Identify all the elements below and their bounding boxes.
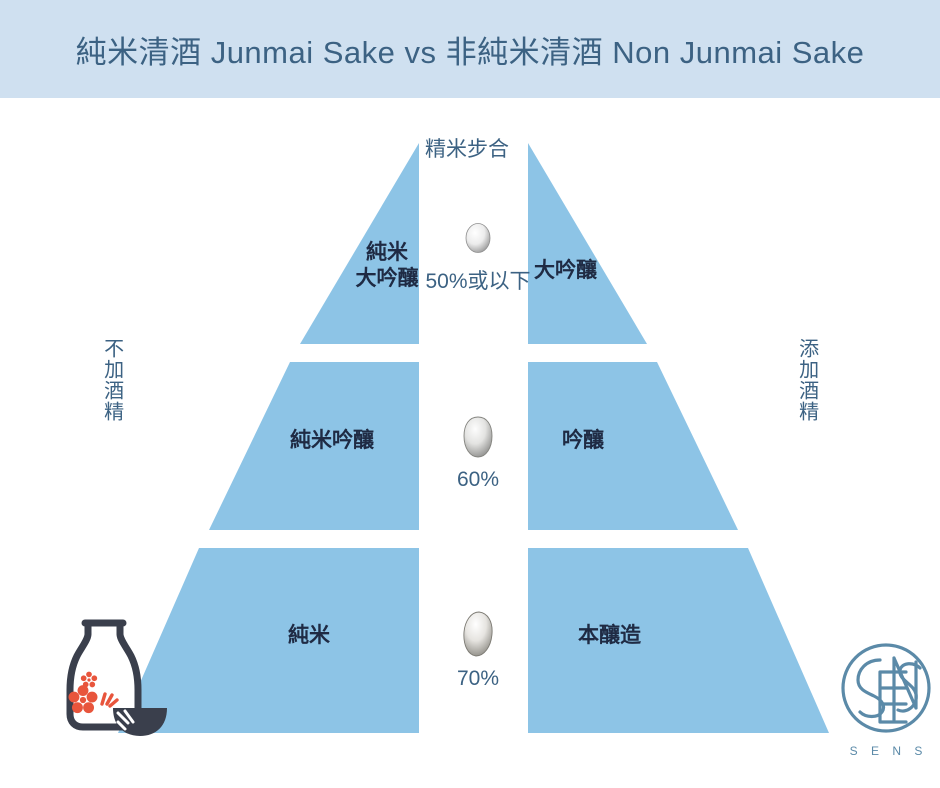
center-percent-tier-2: 60%: [456, 468, 500, 491]
sakura-blossom-icon: [68, 671, 119, 714]
left-tier-1-label: 純米 大吟釀: [351, 240, 423, 293]
right-tier-3-shape: [528, 548, 829, 733]
left-tier-2-label: 純米吟釀: [290, 429, 374, 452]
right-tier-2-shape: [528, 362, 738, 530]
left-tier-3-shape: [118, 548, 419, 733]
side-label-left-no-alcohol: 不加酒精: [100, 338, 123, 422]
sake-ochoko-cup-icon: [113, 708, 167, 736]
center-percent-tier-1: 50%或以下: [425, 270, 531, 293]
sens-wordmark: S E N S: [849, 744, 928, 758]
page-title: 純米清酒 Junmai Sake vs 非純米清酒 Non Junmai Sak…: [75, 34, 865, 70]
right-tier-1-shape: [528, 143, 647, 344]
rice-grain-icon-tier-1: [465, 223, 491, 253]
left-tier-1-label-line1: 純米: [366, 241, 408, 264]
right-tier-2-label: 吟釀: [562, 429, 604, 452]
side-label-right-added-alcohol: 添加酒精: [795, 338, 818, 422]
sens-logo: S E N S: [836, 638, 936, 770]
sens-circular-monogram-icon: [841, 643, 931, 733]
center-axis-heading: 精米步合: [425, 138, 509, 161]
left-tier-2-shape: [209, 362, 419, 530]
rice-grain-icon-tier-3: [463, 611, 493, 657]
left-tier-3-label: 純米: [288, 624, 330, 647]
sake-tokkuri-bottle-icon: [66, 619, 167, 736]
rice-grain-icon-tier-2: [463, 416, 493, 458]
center-percent-tier-3: 70%: [456, 667, 500, 690]
left-tier-1-label-line2: 大吟釀: [355, 267, 419, 291]
right-tier-1-label: 大吟釀: [534, 259, 597, 282]
header-band: 純米清酒 Junmai Sake vs 非純米清酒 Non Junmai Sak…: [0, 0, 940, 98]
right-tier-3-label: 本釀造: [578, 624, 641, 647]
left-tier-1-shape: [300, 143, 419, 344]
